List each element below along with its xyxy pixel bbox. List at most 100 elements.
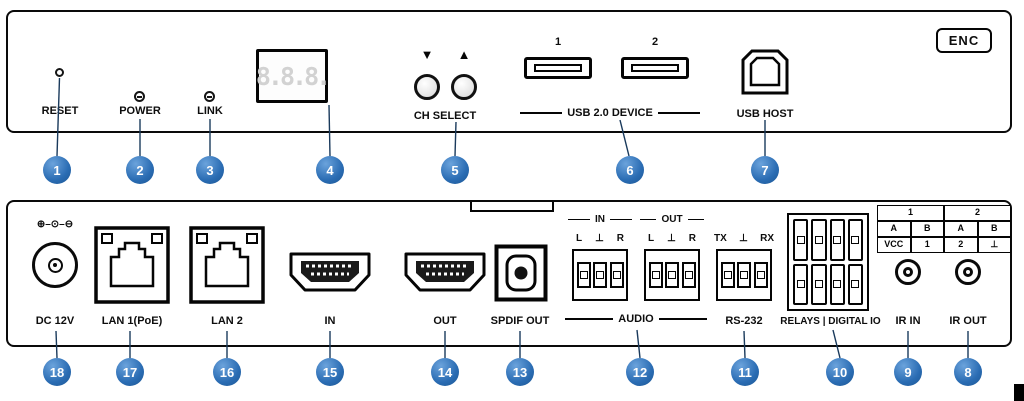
table-cell: ⊥ — [977, 236, 1011, 253]
channel-down-icon: ▼ — [420, 47, 434, 62]
callout-9: 9 — [894, 358, 922, 386]
terminal-pin — [737, 262, 751, 288]
link-label: LINK — [197, 105, 223, 117]
front-panel — [6, 10, 1012, 133]
callout-1: 1 — [43, 156, 71, 184]
ir-out-label: IR OUT — [949, 315, 987, 327]
usb-a-tongue — [534, 64, 582, 72]
table-cell: A — [944, 220, 978, 237]
callout-11: 11 — [731, 358, 759, 386]
usb-port-1-number: 1 — [554, 36, 562, 48]
label-line — [565, 318, 614, 320]
reset-button[interactable] — [55, 68, 64, 77]
callout-5: 5 — [441, 156, 469, 184]
table-cell: 1 — [877, 205, 944, 221]
terminal-pin — [665, 262, 679, 288]
usb-a-tongue — [631, 64, 679, 72]
callout-17: 17 — [116, 358, 144, 386]
page-edge-artifact — [1014, 384, 1024, 401]
link-led-icon — [204, 91, 215, 102]
pin-label: TX — [714, 233, 727, 244]
hdmi-out-port — [404, 252, 486, 292]
pin-label: L — [648, 233, 655, 244]
audio-in-title: IN — [595, 214, 605, 225]
callout-16: 16 — [213, 358, 241, 386]
callout-13: 13 — [506, 358, 534, 386]
jack-hole — [963, 267, 973, 277]
audio-out-title-group: OUT — [640, 214, 705, 225]
callout-4: 4 — [316, 156, 344, 184]
table-cell: 2 — [944, 236, 978, 253]
channel-up-button[interactable] — [451, 74, 477, 100]
terminal — [793, 219, 809, 261]
pin-label: R — [688, 233, 696, 244]
display-digit: 8. — [304, 61, 331, 91]
usb-b-port — [741, 49, 789, 95]
relay-pin-table: 1 2 A B A B VCC 1 2 ⊥ — [877, 205, 1011, 253]
audio-out-pin-labels: L ⊥ R — [648, 233, 696, 244]
ir-in-jack — [895, 259, 921, 285]
ir-in-label: IR IN — [895, 315, 921, 327]
label-line — [610, 218, 632, 221]
label-line — [640, 218, 657, 221]
pin-label: RX — [760, 233, 774, 244]
dc-polarity-icon: ⊕–⊙–⊖ — [36, 219, 74, 230]
usb-a-port-2 — [621, 57, 689, 79]
audio-in-pin-labels: L ⊥ R — [576, 233, 624, 244]
ch-select-label: CH SELECT — [413, 110, 477, 122]
audio-out-connector — [644, 249, 700, 301]
table-cell: 2 — [944, 205, 1011, 221]
relays-digital-io-connector — [787, 213, 869, 311]
callout-3: 3 — [196, 156, 224, 184]
callout-8: 8 — [954, 358, 982, 386]
label-line — [687, 218, 705, 221]
label-line — [657, 112, 700, 114]
dc-label: DC 12V — [35, 315, 75, 327]
label-line — [520, 112, 563, 114]
hdmi-in-label: IN — [324, 315, 336, 327]
reset-label: RESET — [41, 105, 79, 117]
terminal-pin — [593, 262, 607, 288]
lan1-label: LAN 1(PoE) — [101, 315, 163, 327]
table-cell: VCC — [877, 236, 911, 253]
pin-label: R — [616, 233, 624, 244]
terminal — [811, 219, 827, 261]
ground-icon: ⊥ — [667, 233, 676, 244]
seven-segment-display: 8. 8. 8. — [256, 49, 331, 103]
terminal-pin — [648, 262, 663, 288]
spdif-toslink-port — [494, 244, 548, 302]
enc-badge: ENC — [936, 28, 992, 53]
label-line — [568, 218, 590, 221]
usb-port-2-number: 2 — [651, 36, 659, 48]
table-cell: A — [877, 220, 911, 237]
table-cell: B — [977, 220, 1011, 237]
audio-in-title-group: IN — [568, 214, 632, 225]
usb-device-label-group: USB 2.0 DEVICE — [520, 107, 700, 119]
terminal-pin — [753, 262, 768, 288]
chassis-tab — [470, 202, 554, 212]
callout-14: 14 — [431, 358, 459, 386]
terminal — [793, 263, 809, 305]
terminal — [847, 263, 863, 305]
terminal — [847, 219, 863, 261]
pin-label: L — [576, 233, 583, 244]
terminal — [829, 219, 845, 261]
callout-6: 6 — [616, 156, 644, 184]
lan2-rj45-port — [189, 226, 265, 304]
channel-down-button[interactable] — [414, 74, 440, 100]
spdif-label: SPDIF OUT — [490, 315, 550, 327]
ir-out-jack — [955, 259, 981, 285]
rs232-label: RS-232 — [725, 315, 763, 327]
power-led-icon — [134, 91, 145, 102]
channel-up-icon: ▲ — [457, 47, 471, 62]
jack-hole — [903, 267, 913, 277]
audio-label-group: AUDIO — [565, 313, 708, 325]
terminal-pin — [576, 262, 591, 288]
dc-power-jack — [32, 242, 78, 288]
rs232-connector — [716, 249, 772, 301]
dc-center-pin — [47, 257, 63, 273]
callout-12: 12 — [626, 358, 654, 386]
relays-digital-io-label: RELAYS | DIGITAL IO — [780, 316, 881, 327]
usb-device-label: USB 2.0 DEVICE — [567, 107, 653, 119]
